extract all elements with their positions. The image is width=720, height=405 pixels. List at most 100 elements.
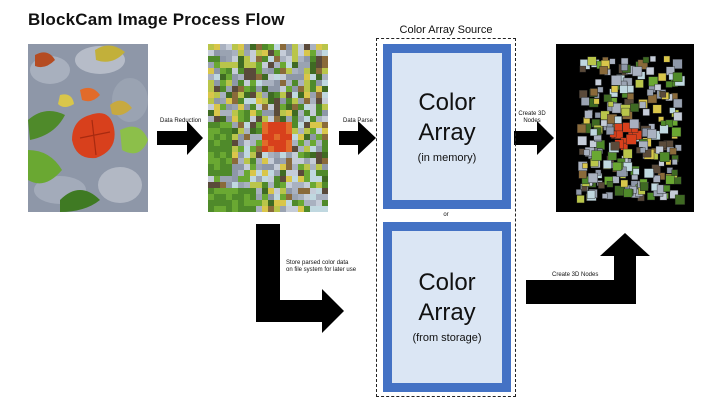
render-block bbox=[620, 179, 629, 188]
pixel-cell bbox=[262, 110, 268, 116]
render-block bbox=[586, 191, 597, 201]
pixel-cell bbox=[250, 194, 256, 200]
pixel-cell bbox=[232, 62, 238, 68]
pixel-cell bbox=[280, 68, 286, 74]
pixel-cell bbox=[220, 158, 226, 164]
render-block bbox=[630, 103, 640, 112]
render-block bbox=[642, 56, 650, 64]
render-block bbox=[593, 124, 603, 135]
pixel-cell bbox=[268, 200, 274, 206]
pixel-cell bbox=[226, 158, 232, 164]
pixel-cell bbox=[214, 74, 220, 80]
render-block bbox=[603, 114, 614, 126]
pixel-cell bbox=[244, 50, 250, 56]
pixel-cell bbox=[274, 56, 280, 62]
render-block bbox=[622, 109, 633, 120]
pixel-cell bbox=[310, 86, 316, 92]
pixel-cell bbox=[214, 134, 220, 140]
pixel-cell bbox=[226, 44, 232, 50]
pixel-cell bbox=[286, 146, 292, 152]
render-block bbox=[610, 133, 617, 139]
pixel-cell bbox=[310, 98, 316, 104]
pixel-cell bbox=[310, 158, 316, 164]
render-block bbox=[632, 130, 642, 141]
pixel-cell bbox=[262, 176, 268, 182]
render-block bbox=[672, 58, 683, 69]
pixel-cell bbox=[226, 122, 232, 128]
pixel-cell bbox=[298, 98, 304, 104]
render-block bbox=[646, 66, 655, 76]
render-block bbox=[673, 112, 683, 121]
create-3d-nodes-top-label: Create 3D Nodes bbox=[518, 111, 546, 125]
pixel-cell bbox=[322, 164, 328, 170]
render-block bbox=[589, 140, 597, 148]
pixel-cell bbox=[286, 170, 292, 176]
render-block bbox=[612, 162, 622, 171]
pixel-cell bbox=[232, 86, 238, 92]
pixel-cell bbox=[256, 176, 262, 182]
render-block bbox=[594, 112, 601, 119]
render-block bbox=[626, 189, 634, 196]
pixel-cell bbox=[256, 182, 262, 188]
pixel-cell bbox=[298, 188, 304, 194]
create-3d-nodes-bottom-label: Create 3D Nodes bbox=[552, 272, 599, 278]
pixel-cell bbox=[298, 176, 304, 182]
pixel-cell bbox=[268, 80, 274, 86]
pixel-cell bbox=[208, 62, 214, 68]
pixel-cell bbox=[292, 170, 298, 176]
pixel-cell bbox=[310, 170, 316, 176]
render-block bbox=[604, 68, 611, 76]
pixel-cell bbox=[238, 188, 244, 194]
render-block bbox=[614, 116, 622, 124]
create-nodes-top-arrow bbox=[514, 121, 554, 155]
pixel-cell bbox=[238, 200, 244, 206]
pixel-cell bbox=[220, 68, 226, 74]
pixel-cell bbox=[286, 92, 292, 98]
render-block bbox=[673, 176, 682, 185]
render-block bbox=[614, 139, 624, 149]
pixel-cell bbox=[280, 140, 286, 146]
render-block bbox=[618, 158, 627, 167]
pixel-cell bbox=[256, 146, 262, 152]
pixel-cell bbox=[292, 92, 298, 98]
pixel-cell bbox=[316, 80, 322, 86]
pixel-cell bbox=[298, 158, 304, 164]
render-block bbox=[593, 132, 602, 141]
pixel-cell bbox=[322, 104, 328, 110]
pixel-cell bbox=[244, 110, 250, 116]
render-block bbox=[603, 160, 612, 169]
pixel-cell bbox=[220, 128, 226, 134]
pixel-cell bbox=[280, 134, 286, 140]
render-block bbox=[648, 85, 656, 93]
render-block bbox=[590, 88, 598, 97]
pixel-cell bbox=[286, 80, 292, 86]
color-array-storage-box: Color Array (from storage) bbox=[383, 222, 511, 392]
render-block bbox=[665, 93, 673, 102]
pixel-cell bbox=[256, 170, 262, 176]
pixel-cell bbox=[250, 68, 256, 74]
render-block bbox=[632, 121, 641, 130]
render-block bbox=[661, 92, 669, 100]
pixel-cell bbox=[208, 50, 214, 56]
store-label: Store parsed color data on file system f… bbox=[286, 260, 356, 274]
pixel-cell bbox=[238, 50, 244, 56]
render-block bbox=[636, 147, 643, 154]
memory-line2: Array bbox=[418, 118, 476, 146]
pixel-cell bbox=[208, 128, 214, 134]
pixel-cell bbox=[238, 206, 244, 212]
pixel-cell bbox=[250, 122, 256, 128]
pixel-cell bbox=[244, 140, 250, 146]
render-block bbox=[599, 66, 608, 75]
pixel-cell bbox=[232, 50, 238, 56]
create-nodes-bottom-arrow bbox=[526, 233, 650, 304]
pixel-cell bbox=[262, 74, 268, 80]
pixel-cell bbox=[274, 128, 280, 134]
pixel-cell bbox=[292, 116, 298, 122]
storage-sub: (from storage) bbox=[412, 332, 482, 344]
render-block bbox=[670, 92, 678, 100]
render-block bbox=[618, 123, 627, 132]
pixel-cell bbox=[220, 188, 226, 194]
pixel-cell bbox=[304, 158, 310, 164]
pixel-cell bbox=[316, 134, 322, 140]
